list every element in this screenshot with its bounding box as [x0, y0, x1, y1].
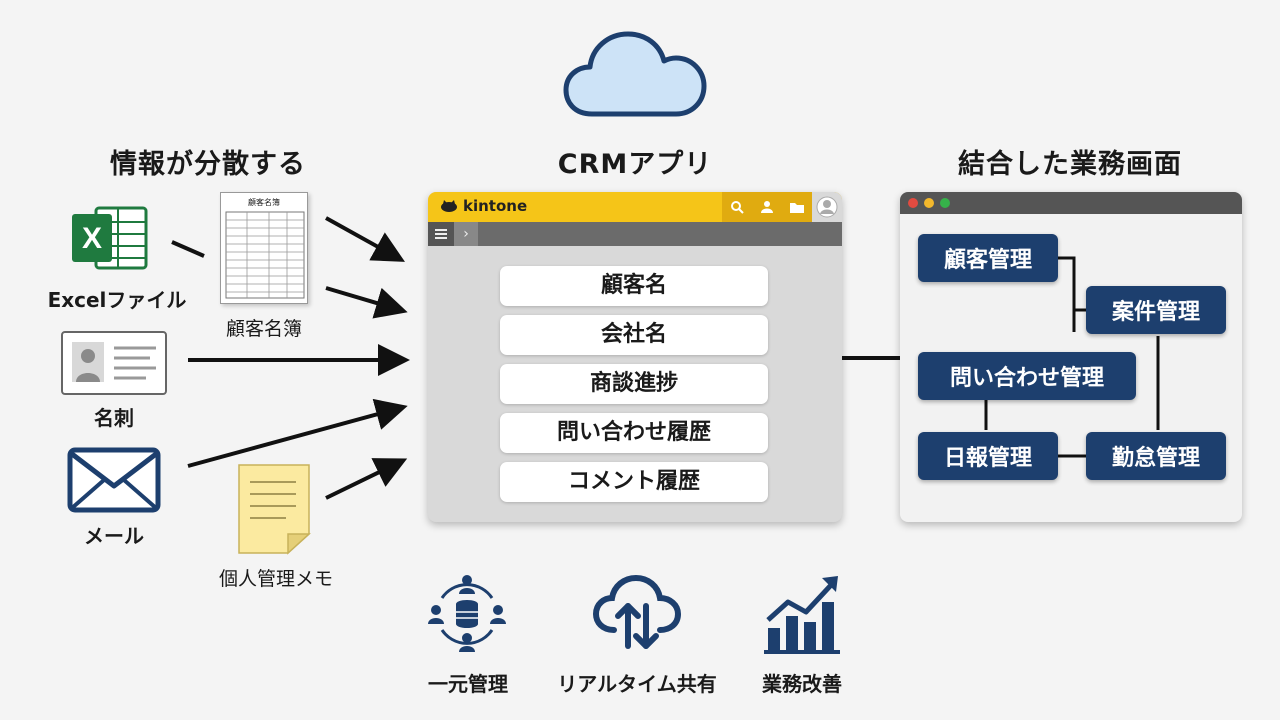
maximize-dot[interactable] — [940, 198, 950, 208]
heading-scattered: 情報が分散する — [110, 149, 306, 180]
business-screen-window: 顧客管理 案件管理 問い合わせ管理 日報管理 勤怠管理 — [900, 192, 1242, 522]
realtime-sharing-icon — [592, 574, 682, 649]
folder-button[interactable] — [782, 192, 812, 222]
centralized-management-icon — [428, 575, 506, 652]
window-titlebar — [900, 192, 1242, 214]
folder-icon — [790, 202, 804, 213]
chevron-right-icon[interactable]: › — [454, 222, 478, 246]
excel-icon: X — [72, 206, 148, 270]
mail-label: メール — [84, 524, 144, 548]
arrow-memo — [325, 458, 408, 500]
module-daily-report[interactable]: 日報管理 — [918, 432, 1058, 480]
crm-to-business-connector — [842, 356, 902, 360]
customer-list-sheet: 顧客名簿 — [220, 192, 308, 304]
search-icon — [731, 201, 744, 214]
source-arrows — [187, 216, 410, 500]
cloud-icon — [563, 31, 707, 117]
customer-list-label: 顧客名簿 — [225, 318, 302, 340]
user-icon — [761, 201, 773, 213]
business-improvement-icon — [764, 576, 840, 654]
business-card-icon — [61, 331, 167, 395]
field-inquiry-history[interactable]: 問い合わせ履歴 — [500, 413, 768, 453]
avatar-button[interactable] — [812, 192, 842, 222]
mail-icon — [67, 447, 161, 513]
module-customer-management[interactable]: 顧客管理 — [918, 234, 1058, 282]
module-attendance[interactable]: 勤怠管理 — [1086, 432, 1226, 480]
kintone-logo: kintone — [440, 197, 527, 215]
close-dot[interactable] — [908, 198, 918, 208]
crm-header-bar: kintone — [428, 192, 842, 222]
hamburger-icon — [435, 229, 447, 239]
sheet-title: 顧客名簿 — [248, 198, 280, 207]
business-card-label: 名刺 — [94, 406, 134, 430]
arrow-mail — [187, 398, 408, 468]
kintone-cat-icon — [441, 200, 457, 212]
crm-subbar: › — [428, 222, 842, 246]
avatar-icon — [816, 196, 838, 218]
heading-crm-app: CRMアプリ — [557, 149, 713, 180]
search-button[interactable] — [722, 192, 752, 222]
arrow-sheet — [325, 286, 408, 319]
excel-label: Excelファイル — [47, 288, 187, 312]
field-company-name[interactable]: 会社名 — [500, 315, 768, 355]
kintone-brand-text: kintone — [463, 197, 528, 215]
crm-toolbar — [722, 192, 842, 222]
module-inquiry-management[interactable]: 問い合わせ管理 — [918, 352, 1136, 400]
feature-business-improvement: 業務改善 — [762, 672, 842, 696]
user-button[interactable] — [752, 192, 782, 222]
field-deal-progress[interactable]: 商談進捗 — [500, 364, 768, 404]
excel-connector — [171, 240, 205, 258]
svg-text:X: X — [82, 222, 102, 255]
arrow-customer-list — [325, 216, 405, 262]
feature-realtime-sharing: リアルタイム共有 — [557, 672, 717, 696]
module-connectors — [984, 256, 1160, 458]
minimize-dot[interactable] — [924, 198, 934, 208]
crm-app-window: kintone — [428, 192, 842, 522]
field-customer-name[interactable]: 顧客名 — [500, 266, 768, 306]
menu-button[interactable] — [428, 222, 454, 246]
feature-centralized: 一元管理 — [428, 672, 508, 696]
memo-icon — [238, 464, 311, 555]
field-comment-history[interactable]: コメント履歴 — [500, 462, 768, 502]
sheet-grid — [225, 211, 305, 299]
memo-label: 個人管理メモ — [218, 568, 333, 590]
module-case-management[interactable]: 案件管理 — [1086, 286, 1226, 334]
heading-integrated: 結合した業務画面 — [958, 149, 1182, 180]
